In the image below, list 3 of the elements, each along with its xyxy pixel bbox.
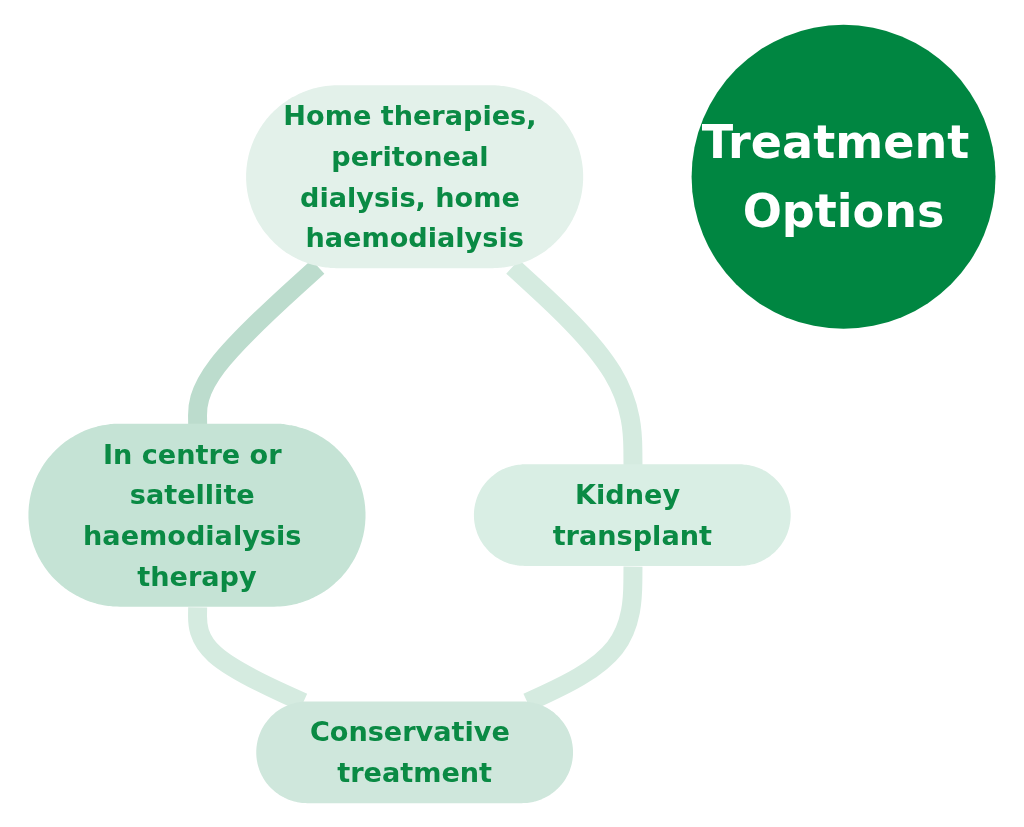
node-circle: Treatment Options — [691, 24, 996, 329]
node-box: Kidney transplant — [473, 463, 791, 566]
node-box: Conservative treatment — [256, 701, 573, 803]
